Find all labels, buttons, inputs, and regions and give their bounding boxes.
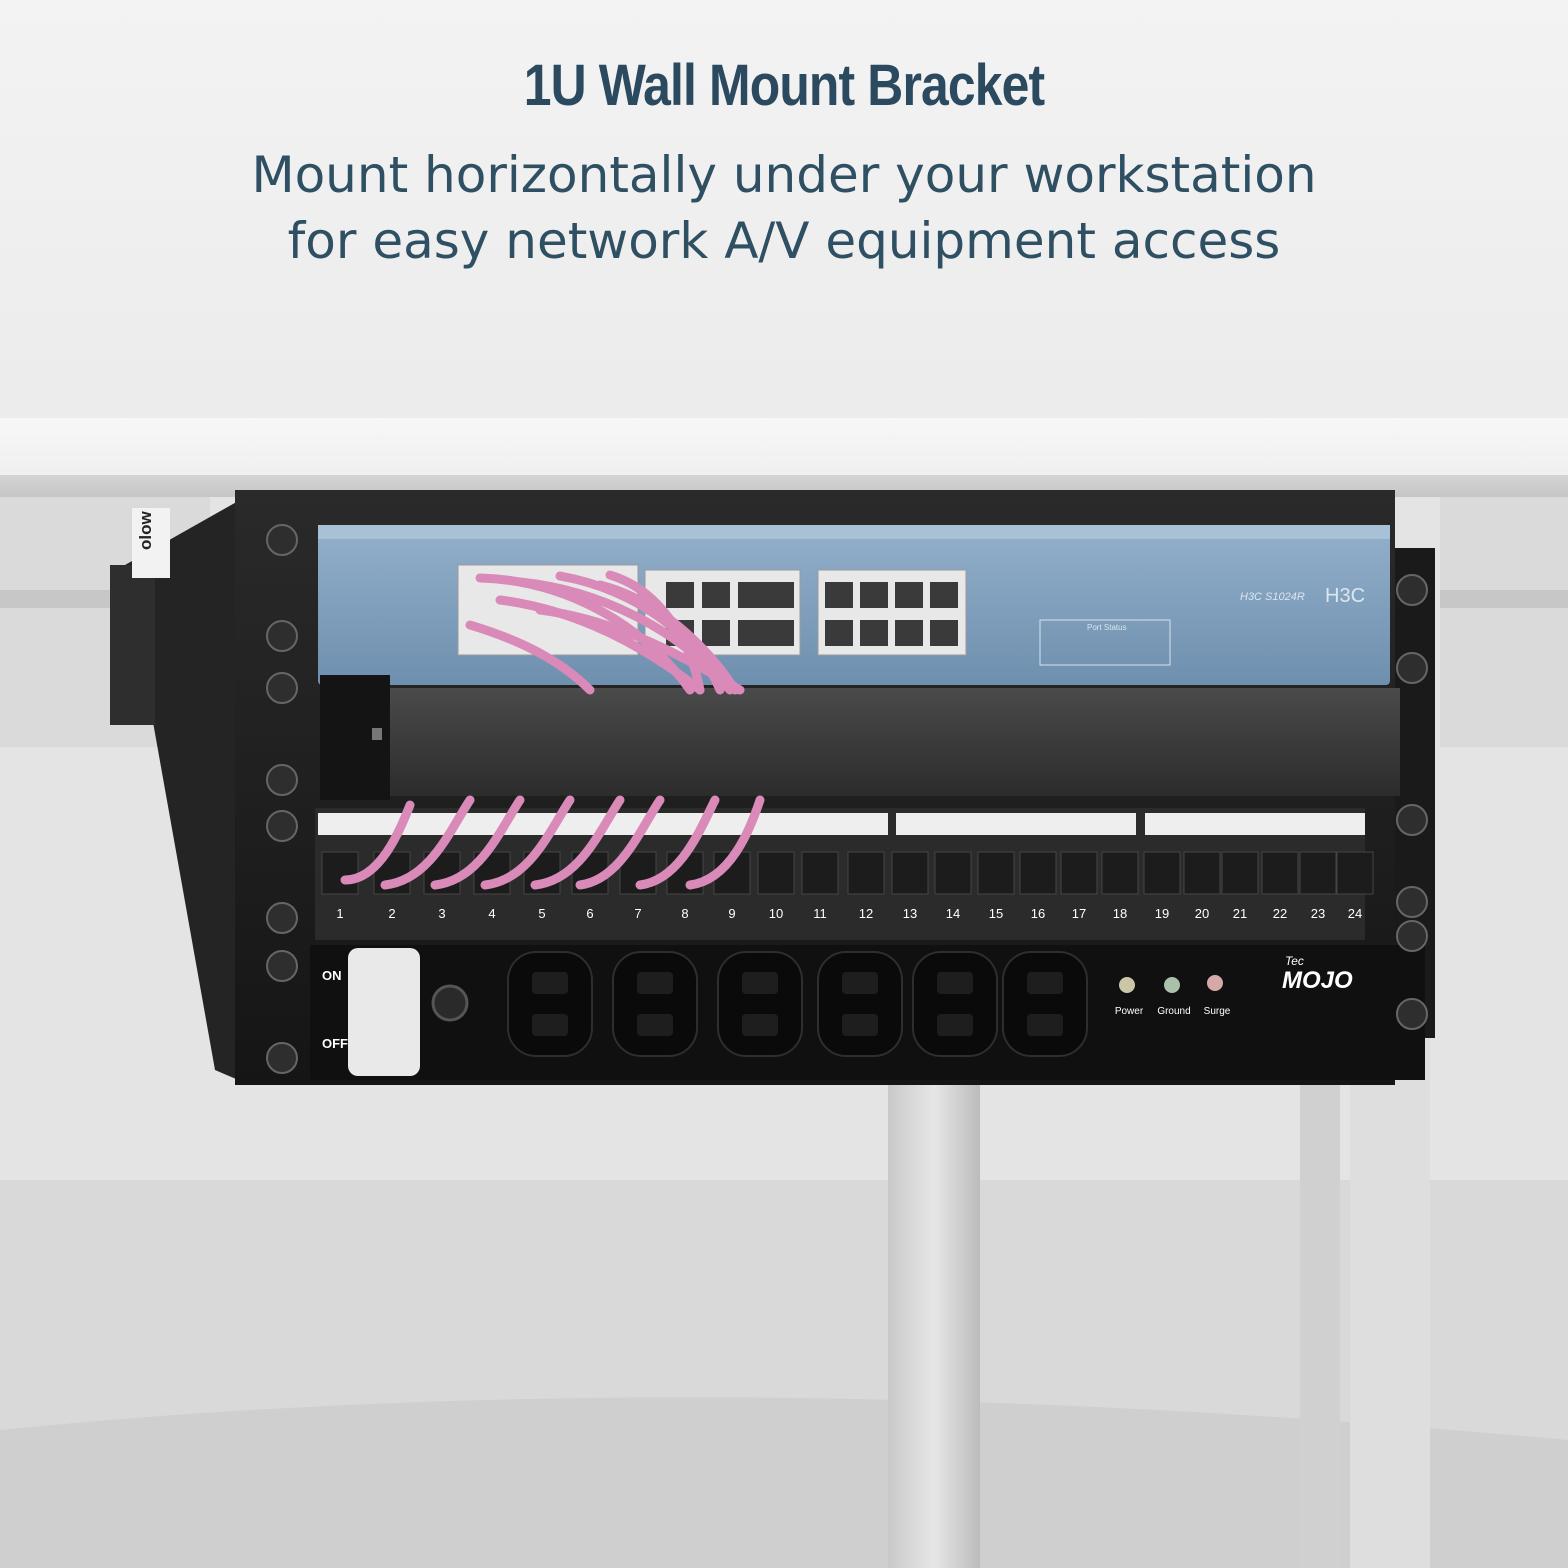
- port-number: 11: [813, 906, 827, 921]
- patch-jack: [934, 851, 972, 895]
- rack-screw: [266, 902, 298, 934]
- subline-2: for easy network A/V equipment access: [287, 212, 1281, 270]
- bracket-brand-mark: olow: [136, 511, 155, 550]
- rack-screw: [266, 620, 298, 652]
- port-number: 14: [946, 906, 960, 921]
- rocker-switch: [348, 948, 420, 1076]
- patch-jack: [1221, 851, 1259, 895]
- power-outlet: [912, 951, 998, 1057]
- rack-screw: [1396, 574, 1428, 606]
- rack-screw: [1396, 886, 1428, 918]
- patch-jack: [321, 851, 359, 895]
- headline: 1U Wall Mount Bracket: [523, 53, 1045, 118]
- port-status-heading: Port Status: [1087, 623, 1127, 632]
- patch-jack: [1336, 851, 1374, 895]
- port-number: 10: [769, 906, 783, 921]
- switch-off-label: OFF: [322, 1036, 348, 1051]
- power-outlet: [817, 951, 903, 1057]
- power-outlet: [717, 951, 803, 1057]
- port-number: 2: [388, 906, 395, 921]
- power-outlet: [612, 951, 698, 1057]
- ground-led: [1164, 977, 1180, 993]
- rack-screw: [266, 672, 298, 704]
- indicator-label: Ground: [1157, 1006, 1190, 1017]
- port-number: 6: [586, 906, 593, 921]
- port-number: 24: [1348, 906, 1362, 921]
- rack-screw: [266, 950, 298, 982]
- reset-button: [431, 984, 469, 1022]
- port-number: 15: [989, 906, 1003, 921]
- indicator-label: Power: [1115, 1006, 1144, 1017]
- port-number: 22: [1273, 906, 1287, 921]
- port-number: 19: [1155, 906, 1169, 921]
- port-number: 18: [1113, 906, 1127, 921]
- indicator-labels: Power Ground Surge: [1115, 1006, 1231, 1017]
- rack-screw: [1396, 998, 1428, 1030]
- surge-led: [1207, 975, 1223, 991]
- rack-screw: [1396, 652, 1428, 684]
- port-number: 4: [488, 906, 495, 921]
- port-number: 9: [728, 906, 735, 921]
- port-number: 3: [438, 906, 445, 921]
- bracket-side-plate: [125, 500, 250, 1085]
- desk-leg: [888, 1070, 980, 1568]
- indicator-label: Surge: [1204, 1006, 1231, 1017]
- patch-jack: [757, 851, 795, 895]
- patch-jack: [1101, 851, 1139, 895]
- rack-screw: [1396, 920, 1428, 952]
- port-number: 7: [634, 906, 641, 921]
- power-led: [1119, 977, 1135, 993]
- switch-brand: H3C: [1325, 585, 1365, 607]
- port-number: 12: [859, 906, 873, 921]
- rack-screw: [266, 764, 298, 796]
- rack-screw: [266, 1042, 298, 1074]
- power-outlet: [1002, 951, 1088, 1057]
- port-number: 13: [903, 906, 917, 921]
- port-number: 20: [1195, 906, 1209, 921]
- port-number: 21: [1233, 906, 1247, 921]
- port-number: 23: [1311, 906, 1325, 921]
- port-number: 16: [1031, 906, 1045, 921]
- patch-jack: [1183, 851, 1221, 895]
- port-number: 17: [1072, 906, 1086, 921]
- switch-model: H3C S1024R: [1240, 591, 1305, 603]
- brand-small: Tec: [1285, 954, 1304, 968]
- power-outlet: [507, 951, 593, 1057]
- brand-large: MOJO: [1282, 967, 1353, 994]
- patch-jack: [1060, 851, 1098, 895]
- patch-jack: [1261, 851, 1299, 895]
- port-number: 5: [538, 906, 545, 921]
- patch-jack: [801, 851, 839, 895]
- rack-screw: [266, 524, 298, 556]
- patch-jack: [1299, 851, 1337, 895]
- patch-jack: [1143, 851, 1181, 895]
- patch-jack: [977, 851, 1015, 895]
- cable-manager-cover: [385, 688, 1400, 796]
- patch-jack: [847, 851, 885, 895]
- patch-jack: [1019, 851, 1057, 895]
- patch-jack: [891, 851, 929, 895]
- switch-on-label: ON: [322, 968, 342, 983]
- subline-1: Mount horizontally under your workstatio…: [251, 146, 1317, 204]
- port-number: 8: [681, 906, 688, 921]
- port-number: 1: [336, 906, 343, 921]
- patch-cables: [340, 570, 765, 890]
- rack-screw: [1396, 804, 1428, 836]
- rack-screw: [266, 810, 298, 842]
